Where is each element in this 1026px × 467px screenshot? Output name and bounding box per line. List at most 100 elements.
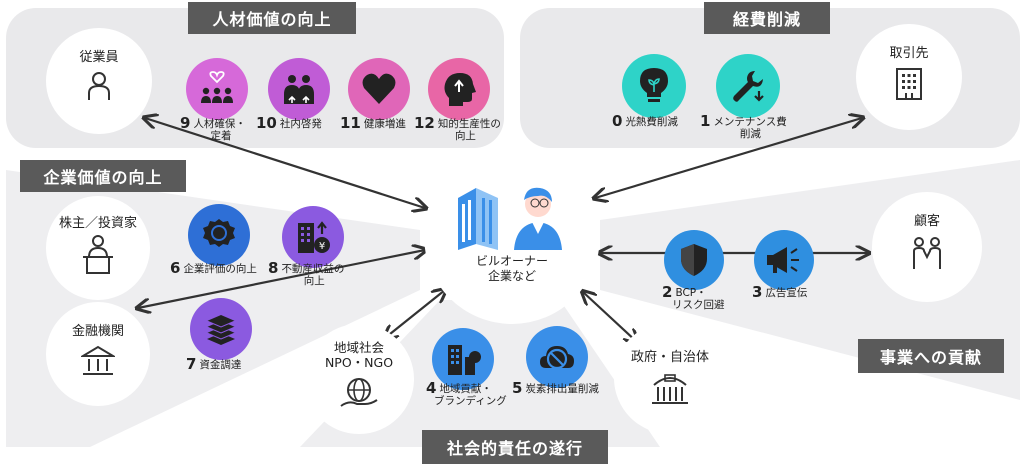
item-0-icon-circle (622, 54, 686, 118)
stakeholder-partner: 取引先 (856, 24, 962, 130)
arrow-partner (595, 118, 862, 198)
item-10-number: 10 (256, 114, 277, 132)
item-2-icon-circle (664, 230, 724, 290)
arrow-community (385, 290, 445, 338)
item-1-icon-circle (716, 54, 780, 118)
item-12-icon-circle (428, 58, 490, 120)
item-6-icon-circle (188, 204, 250, 266)
brain-head-icon (444, 73, 476, 106)
item-8-text-line1: 不動産収益の (281, 263, 345, 275)
team-heart-icon (201, 71, 233, 103)
building-yen-icon: ¥ (298, 221, 330, 253)
item-2-number: 2 (662, 283, 673, 301)
item-8-icon-circle: ¥ (282, 206, 344, 268)
building-person-icon (458, 187, 562, 250)
bank-icon (81, 345, 115, 375)
arrow-government (583, 292, 637, 342)
award-icon (203, 219, 235, 247)
heart-icon (362, 73, 396, 104)
item-8-text-line2: 向上 (303, 275, 325, 287)
item-12-number: 12 (414, 114, 435, 132)
item-1-text-line1: メンテナンス費 (713, 116, 787, 128)
government-building-icon (652, 374, 688, 404)
item-5-icon-circle (526, 326, 588, 388)
item-4-number: 4 (426, 379, 437, 397)
item-6-text-line1: 企業評価の向上 (183, 263, 257, 275)
podium-speaker-icon (83, 235, 113, 274)
item-7-number: 7 (186, 355, 197, 373)
employee-label: 従業員 (79, 50, 119, 65)
item-7-icon-circle (190, 298, 252, 360)
item-11-text-line1: 健康増進 (363, 118, 406, 130)
arrow-employee (145, 118, 425, 208)
item-4-text-line1: 地域貢献・ (439, 383, 492, 395)
customer-label: 顧客 (913, 214, 940, 229)
stakeholder-employee: 従業員 (46, 28, 152, 134)
category-hr-label: 人材価値の向上 (188, 2, 356, 34)
item-9-text-line2: 定着 (210, 130, 232, 142)
stakeholder-customer: 顧客 (872, 192, 982, 302)
item-12-text-line1: 知的生産性の (437, 118, 501, 130)
item-9-text-line1: 人材確保・ (193, 118, 246, 130)
item-1-number: 1 (700, 112, 711, 130)
item-12-text-line2: 向上 (454, 130, 476, 142)
community-label-line1: 地域社会 (333, 340, 384, 355)
item-11-icon-circle (348, 58, 410, 120)
item-3-number: 3 (752, 283, 763, 301)
center-label-line2: 企業など (487, 269, 536, 283)
money-stack-icon (206, 315, 236, 345)
item-1-text-line2: 削減 (739, 128, 761, 140)
megaphone-icon (767, 247, 799, 273)
two-people-icon (913, 237, 941, 269)
item-10-icon-circle (268, 58, 330, 120)
office-building-icon (896, 68, 922, 100)
item-9-number: 9 (180, 114, 191, 132)
lightbulb-icon (640, 68, 668, 102)
item-10-text-line1: 社内啓発 (279, 118, 322, 130)
item-3-text-line1: 広告宣伝 (765, 287, 808, 299)
stakeholder-shareholder: 株主／投資家 (46, 196, 150, 300)
category-cost-label: 経費削減 (704, 2, 830, 34)
item-11-number: 11 (340, 114, 361, 132)
item-3-icon-circle (754, 230, 814, 290)
buildings-icon (448, 345, 481, 375)
item-9-icon-circle (186, 58, 248, 120)
category-social-label: 社会的責任の遂行 (422, 430, 608, 464)
shield-icon (681, 244, 707, 276)
center-owner-circle: ビルオーナー 企業など (424, 148, 600, 324)
shareholder-label: 株主／投資家 (58, 216, 137, 231)
stakeholder-government: 政府・自治体 (614, 322, 726, 434)
item-6-number: 6 (170, 259, 181, 277)
no-co2-icon (540, 346, 574, 370)
center-label-line1: ビルオーナー (475, 254, 548, 268)
item-4-icon-circle (432, 328, 494, 390)
item-7-text-line1: 資金調達 (199, 359, 242, 371)
item-8-number: 8 (268, 259, 279, 277)
item-5-number: 5 (512, 379, 523, 397)
globe-hand-icon (340, 378, 378, 407)
svg-text:¥: ¥ (319, 241, 325, 252)
community-label-line2: NPO・NGO (324, 355, 394, 370)
person-icon (88, 72, 110, 100)
arrow-finance (138, 250, 425, 308)
item-0-number: 0 (612, 112, 623, 130)
bank-label: 金融機関 (71, 324, 124, 339)
item-0-text-line1: 光熱費削減 (625, 116, 678, 128)
stakeholder-bank: 金融機関 (46, 302, 150, 406)
item-2-text-line2: リスク回避 (672, 299, 725, 311)
category-business-label: 事業への貢献 (858, 339, 1004, 373)
